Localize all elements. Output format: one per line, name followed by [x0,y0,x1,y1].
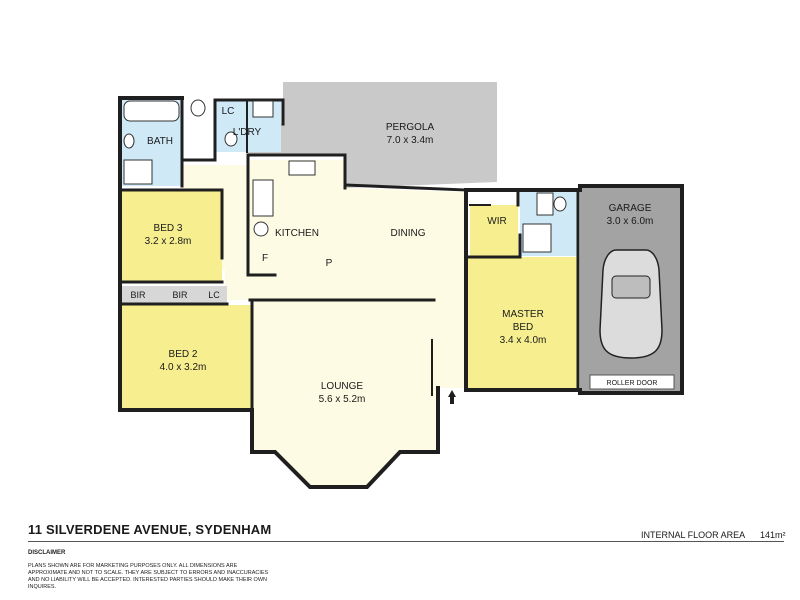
lc-mid-label: LC [208,290,220,300]
lc-top-label: LC [222,106,235,117]
bed3-label: BED 3 [154,223,183,234]
ensuite-toilet-icon [553,196,567,212]
master-bed-area [466,257,578,390]
lc-toilet-icon [224,131,238,147]
dishwasher-icon [253,221,269,237]
disclaimer-heading: DISCLAIMER [28,550,66,556]
pergola-dims: 7.0 x 3.4m [387,135,434,146]
pantry-label: P [326,258,333,269]
ensuite-shower-icon [522,223,552,253]
bir-strip [120,286,227,304]
fridge-label: F [262,253,268,264]
basin-icon [123,133,135,149]
bed3-dims: 3.2 x 2.8m [145,236,192,247]
bir-label-2: BIR [172,290,188,300]
lounge-dims: 5.6 x 5.2m [319,394,366,405]
entry-arrow-icon [448,390,456,404]
garage-label: GARAGE [609,203,652,214]
roller-door-label: ROLLER DOOR [607,380,658,387]
master-bed-label-1: MASTER [502,309,544,320]
bath-label: BATH [147,136,173,147]
wir-label: WIR [487,216,506,227]
internal-area-value: 141m² [760,530,786,540]
ensuite-basin-icon [536,192,554,216]
shower-icon [123,159,153,185]
kitchen-sink-icon [288,160,316,176]
garage-dims: 3.0 x 6.0m [607,216,654,227]
bed3-area [120,190,222,282]
laundry-label: L'DRY [233,127,262,138]
property-address: 11 SILVERDENE AVENUE, SYDENHAM [28,522,272,537]
cooktop-icon [252,179,274,217]
pergola-label: PERGOLA [386,122,435,133]
internal-area-label: INTERNAL FLOOR AREA [641,530,746,540]
kitchen-area [250,160,345,275]
bed2-area [120,305,252,408]
master-bed-dims: 3.4 x 4.0m [500,335,547,346]
roller-door-icon [589,374,675,390]
master-bed-label-2: BED [513,322,534,333]
footer-divider [28,541,784,542]
bed2-dims: 4.0 x 3.2m [160,362,207,373]
lounge-label: LOUNGE [321,381,364,392]
laundry-tub-icon [252,100,274,118]
bed2-label: BED 2 [169,349,198,360]
kitchen-label: KITCHEN [275,228,319,239]
room-labels: PERGOLA 7.0 x 3.4m BATH LC L'DRY BED 3 3… [130,106,657,405]
wir-area [470,205,518,257]
bathtub-icon [123,100,180,122]
walls [118,96,684,489]
toilet-icon [190,99,206,117]
dining-label: DINING [391,228,426,239]
fixtures [123,99,675,404]
pergola-area [248,82,497,188]
car-icon [599,249,663,359]
bir-label-1: BIR [130,290,146,300]
disclaimer-text: PLANS SHOWN ARE FOR MARKETING PURPOSES O… [28,563,269,590]
